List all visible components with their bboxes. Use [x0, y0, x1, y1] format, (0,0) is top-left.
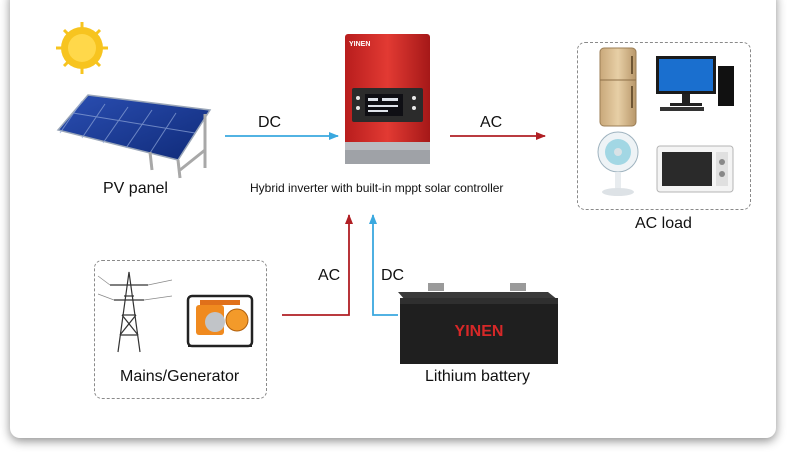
lithium-battery-label: Lithium battery: [425, 368, 530, 385]
ac-load-box: [577, 42, 751, 210]
battery-brand-logo: YINEN: [455, 323, 504, 340]
ac-label-mains: AC: [318, 267, 341, 284]
ac-label-load: AC: [480, 114, 503, 131]
fridge-icon: [599, 47, 637, 127]
pv-panel-label: PV panel: [103, 180, 168, 197]
inverter-label: Hybrid inverter with built-in mppt solar…: [250, 181, 504, 195]
generator-icon: [186, 294, 254, 348]
dc-label-battery: DC: [381, 267, 405, 284]
inverter-brand-logo: YINEN: [349, 41, 370, 48]
microwave-icon: [656, 145, 734, 193]
sun-icon: [56, 22, 108, 74]
mains-generator-box: [94, 260, 267, 399]
mains-generator-label: Mains/Generator: [120, 368, 240, 385]
fan-icon: [597, 131, 639, 196]
dc-label-pv: DC: [258, 114, 282, 131]
power-tower-icon: [97, 271, 173, 353]
computer-icon: [656, 56, 734, 111]
hybrid-inverter-icon: YINEN: [345, 34, 430, 164]
ac-arrow-mains: [282, 214, 353, 316]
dc-arrow-battery: [369, 214, 398, 316]
battery-icon: YINEN: [398, 283, 558, 364]
ac-load-label: AC load: [635, 215, 692, 232]
pv-panel-icon: [56, 94, 212, 179]
